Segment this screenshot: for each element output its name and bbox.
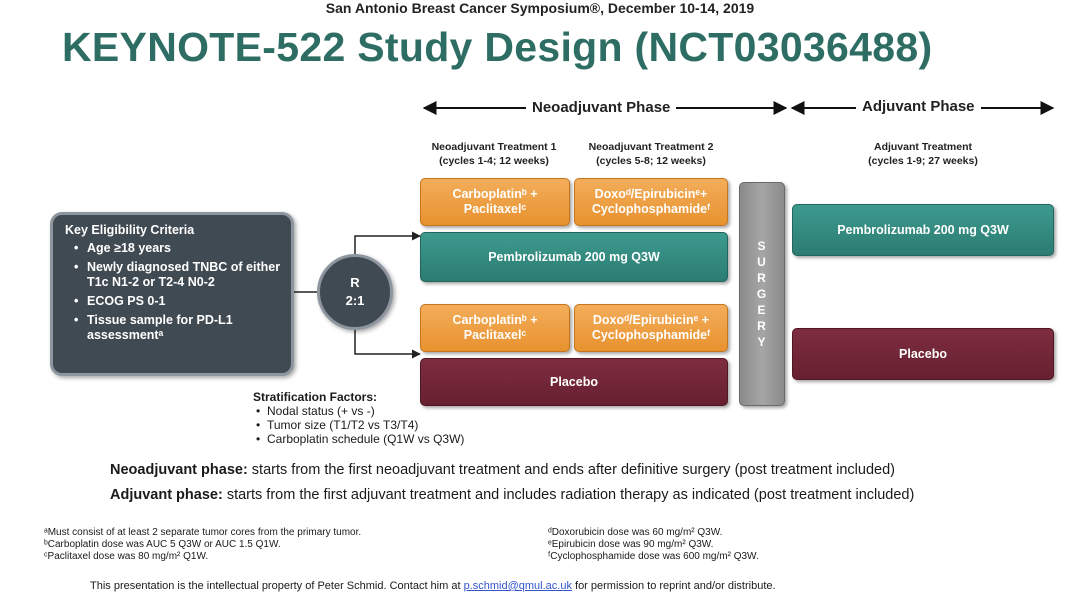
column-header-adjuvant: Adjuvant Treatment (cycles 1-9; 27 weeks… [830, 140, 1016, 168]
randomization-label: R [350, 275, 360, 290]
footnotes-right: ᵈDoxorubicin dose was 60 mg/m² Q3W. ᵉEpi… [548, 527, 759, 563]
randomization-to-placebo-arrow [354, 330, 421, 359]
randomization-to-pembro-arrow [354, 231, 421, 254]
surgery-letter: R [757, 271, 767, 285]
surgery-bar: S U R G E R Y [739, 182, 785, 406]
stratification-item: Nodal status (+ vs -) [256, 404, 464, 418]
treatment-line: Paclitaxelᶜ [463, 202, 527, 216]
footnote: ᶠCyclophosphamide dose was 600 mg/m² Q3W… [548, 551, 759, 562]
treatment-line: Doxoᵈ/Epirubicinᵉ+ [594, 187, 708, 201]
eligibility-item: Age ≥18 years [74, 241, 281, 256]
treatment-line: Doxoᵈ/Epirubicinᵉ + [592, 313, 710, 327]
definition-label: Adjuvant phase: [110, 487, 223, 503]
placebo-arm-carboplatin-paclitaxel-box: Carboplatinᵇ + Paclitaxelᶜ [420, 304, 570, 352]
column-header-neoadjuvant-2: Neoadjuvant Treatment 2 (cycles 5-8; 12 … [574, 140, 728, 168]
contact-email-link[interactable]: p.schmid@qmul.ac.uk [463, 580, 572, 592]
neoadjuvant-phase-definition: Neoadjuvant phase: starts from the first… [110, 462, 895, 478]
surgery-letter: E [757, 303, 767, 317]
stratification-list: Nodal status (+ vs -) Tumor size (T1/T2 … [253, 404, 464, 446]
bar-label: Placebo [550, 374, 598, 389]
pembro-arm-carboplatin-paclitaxel-box: Carboplatinᵇ + Paclitaxelᶜ [420, 178, 570, 226]
surgery-letter: R [757, 319, 767, 333]
copyright-notice: This presentation is the intellectual pr… [90, 580, 776, 592]
key-eligibility-box: Key Eligibility Criteria Age ≥18 years N… [50, 212, 294, 376]
bar-label: Pembrolizumab 200 mg Q3W [837, 222, 1009, 237]
page-title: KEYNOTE-522 Study Design (NCT03036488) [62, 24, 933, 70]
bar-label: Pembrolizumab 200 mg Q3W [488, 249, 660, 264]
adjuvant-phase-label: Adjuvant Phase [856, 98, 981, 115]
footnote: ᵇCarboplatin dose was AUC 5 Q3W or AUC 1… [44, 539, 281, 550]
treatment-line: Carboplatinᵇ + [452, 187, 538, 201]
eligibility-item: Tissue sample for PD-L1 assessmentᵃ [74, 313, 281, 343]
copyright-text: This presentation is the intellectual pr… [90, 580, 464, 592]
adjuvant-phase-definition: Adjuvant phase: starts from the first ad… [110, 487, 914, 503]
eligibility-list: Age ≥18 years Newly diagnosed TNBC of ei… [65, 241, 281, 343]
stratification-item: Carboplatin schedule (Q1W vs Q3W) [256, 432, 464, 446]
stratification-item: Tumor size (T1/T2 vs T3/T4) [256, 418, 464, 432]
eligibility-item: Newly diagnosed TNBC of either T1c N1-2 … [74, 260, 281, 290]
stratification-factors: Stratification Factors: Nodal status (+ … [253, 390, 464, 446]
placebo-arm-doxo-cyclophosphamide-box: Doxoᵈ/Epirubicinᵉ + Cyclophosphamideᶠ [574, 304, 728, 352]
placebo-adjuvant-bar: Placebo [792, 328, 1054, 380]
definition-text: starts from the first adjuvant treatment… [222, 487, 915, 503]
footnote: ᵃMust consist of at least 2 separate tum… [44, 527, 362, 538]
eligibility-title: Key Eligibility Criteria [65, 223, 195, 237]
surgery-letter: Y [757, 335, 767, 349]
column-subtitle: (cycles 5-8; 12 weeks) [596, 155, 706, 167]
column-title: Adjuvant Treatment [873, 141, 973, 153]
footnote: ᵈDoxorubicin dose was 60 mg/m² Q3W. [548, 527, 723, 538]
meeting-header: San Antonio Breast Cancer Symposium®, De… [325, 0, 755, 16]
column-title: Neoadjuvant Treatment 1 [431, 141, 557, 153]
placebo-neoadjuvant-bar: Placebo [420, 358, 728, 406]
neoadjuvant-phase-label: Neoadjuvant Phase [526, 99, 677, 116]
pembro-neoadjuvant-bar: Pembrolizumab 200 mg Q3W [420, 232, 728, 282]
surgery-letter: G [756, 287, 768, 301]
copyright-text: for permission to reprint and/or distrib… [571, 580, 776, 592]
surgery-letter: S [757, 239, 767, 253]
treatment-line: Cyclophosphamideᶠ [591, 202, 711, 216]
stratification-title: Stratification Factors: [253, 390, 378, 404]
definition-label: Neoadjuvant phase: [110, 462, 248, 478]
footnote: ᵉEpirubicin dose was 90 mg/m² Q3W. [548, 539, 714, 550]
randomization-ratio: 2:1 [345, 293, 365, 308]
footnote: ᶜPaclitaxel dose was 80 mg/m² Q1W. [44, 551, 209, 562]
treatment-line: Carboplatinᵇ + [452, 313, 538, 327]
column-subtitle: (cycles 1-4; 12 weeks) [439, 155, 549, 167]
randomization-circle: R 2:1 [317, 254, 393, 330]
pembro-arm-doxo-cyclophosphamide-box: Doxoᵈ/Epirubicinᵉ+ Cyclophosphamideᶠ [574, 178, 728, 226]
column-title: Neoadjuvant Treatment 2 [588, 141, 714, 153]
eligibility-item: ECOG PS 0-1 [74, 294, 281, 309]
treatment-line: Cyclophosphamideᶠ [591, 328, 711, 342]
bar-label: Placebo [899, 346, 947, 361]
pembro-adjuvant-bar: Pembrolizumab 200 mg Q3W [792, 204, 1054, 256]
surgery-letter: U [757, 255, 767, 269]
column-header-neoadjuvant-1: Neoadjuvant Treatment 1 (cycles 1-4; 12 … [418, 140, 570, 168]
definition-text: starts from the first neoadjuvant treatm… [247, 462, 895, 478]
column-subtitle: (cycles 1-9; 27 weeks) [868, 155, 978, 167]
footnotes-left: ᵃMust consist of at least 2 separate tum… [44, 527, 361, 563]
treatment-line: Paclitaxelᶜ [463, 328, 527, 342]
